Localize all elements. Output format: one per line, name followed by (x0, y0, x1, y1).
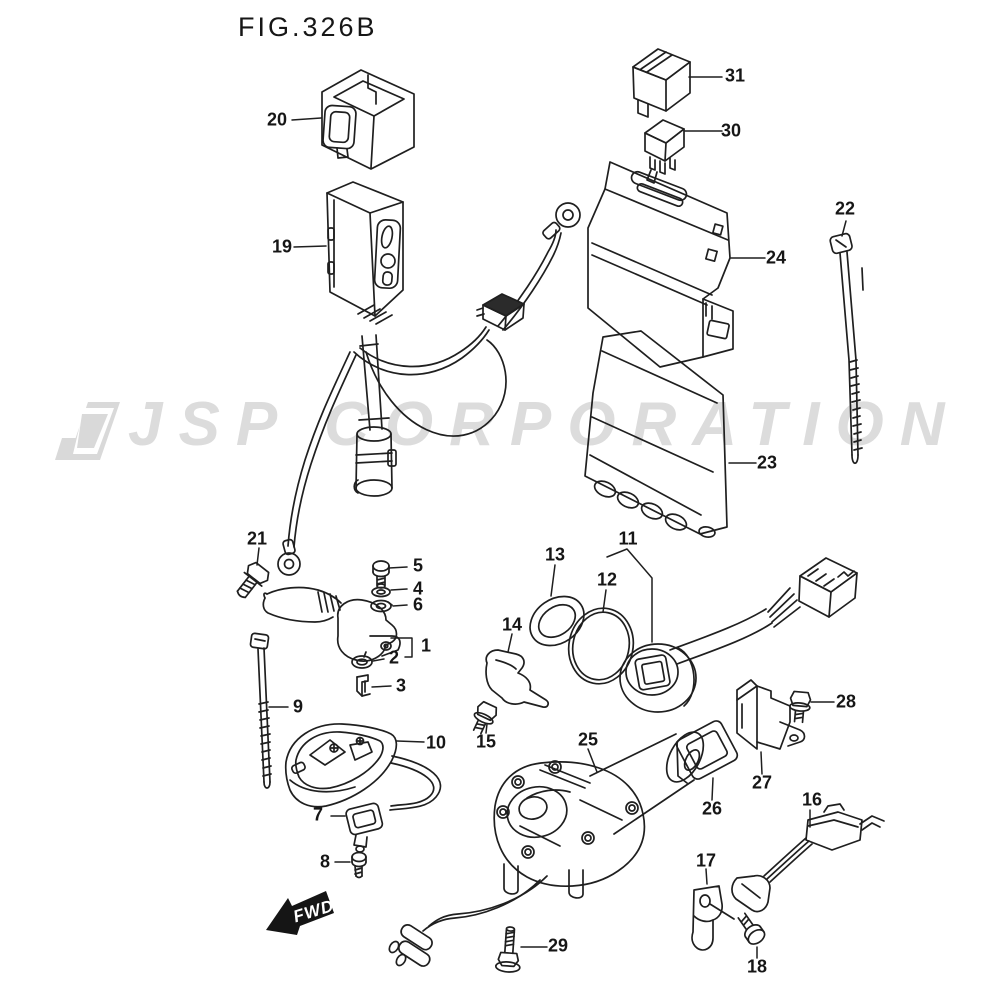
part-2-washer (351, 655, 373, 669)
callout-22: 22 (834, 198, 856, 219)
part-21-bolt (236, 561, 270, 599)
wire-harness (277, 202, 581, 576)
callout-2: 2 (388, 647, 400, 668)
part-22-cable-tie (829, 232, 864, 465)
callout-19: 19 (271, 236, 293, 257)
figure-title: FIG.326B (238, 12, 378, 42)
part-14-clamp (485, 649, 549, 708)
callout-6: 6 (412, 594, 424, 615)
callout-25: 25 (577, 729, 599, 750)
callout-30: 30 (720, 120, 742, 141)
fwd-marker: FWD (266, 891, 336, 935)
callout-9: 9 (292, 696, 304, 717)
callout-17: 17 (695, 850, 717, 871)
part-8-screw (351, 851, 367, 879)
part-29-bolt (494, 926, 521, 973)
callout-13: 13 (544, 544, 566, 565)
callout-12: 12 (596, 569, 618, 590)
callout-8: 8 (319, 851, 331, 872)
part-25-ptt-motor (493, 731, 705, 899)
part-11-sensor (619, 643, 697, 713)
part-30-relay (644, 119, 685, 184)
part-15-bolt (472, 700, 498, 735)
part-13-bezel (529, 595, 585, 647)
part-28-bolt (789, 690, 812, 724)
fwd-text: FWD (291, 896, 336, 926)
part-12-o-ring (567, 607, 635, 685)
part-3-clamp (356, 674, 371, 697)
callout-18: 18 (746, 956, 768, 977)
part-10-trim-sender (284, 723, 398, 808)
callout-5: 5 (412, 555, 424, 576)
callout-24: 24 (765, 247, 787, 268)
part-7-connector (345, 802, 384, 853)
sender-wire (389, 755, 442, 811)
motor-lead-wire (388, 875, 548, 967)
callout-23: 23 (756, 452, 778, 473)
watermark-logo (55, 402, 120, 460)
callout-7: 7 (312, 804, 324, 825)
callout-27: 27 (751, 772, 773, 793)
callout-26: 26 (701, 798, 723, 819)
callout-20: 20 (266, 109, 288, 130)
part-18-bolt (737, 912, 766, 945)
callout-31: 31 (724, 65, 746, 86)
part-16-switch (731, 803, 885, 913)
part-5-screw (372, 560, 390, 589)
part-20-relay-cover (321, 69, 415, 170)
callout-15: 15 (475, 731, 497, 752)
callout-28: 28 (835, 691, 857, 712)
callout-21: 21 (246, 528, 268, 549)
part-17-bracket (691, 885, 735, 951)
part-27-bracket (736, 679, 806, 750)
part-31-relay (632, 48, 691, 118)
callout-29: 29 (547, 935, 569, 956)
callout-10: 10 (425, 732, 447, 753)
leader-lines (256, 76, 847, 959)
part-1-sensor-assembly (262, 586, 401, 662)
part-19-cdi-unit (326, 181, 404, 325)
sensor-harness (669, 557, 858, 665)
callout-14: 14 (501, 614, 523, 635)
part-23-holder (584, 330, 728, 538)
callout-3: 3 (395, 675, 407, 696)
part-26-holder-ring (675, 720, 739, 784)
callout-11: 11 (618, 528, 638, 549)
callout-16: 16 (801, 789, 823, 810)
part-24-rectifier (587, 161, 734, 368)
callout-1: 1 (420, 635, 432, 656)
watermark: JSP CORPORATION (0, 390, 1000, 470)
callout-4: 4 (412, 578, 424, 599)
watermark-text: JSP CORPORATION (128, 390, 961, 459)
part-4-washer (371, 586, 391, 598)
part-9-cable-tie (249, 632, 272, 789)
